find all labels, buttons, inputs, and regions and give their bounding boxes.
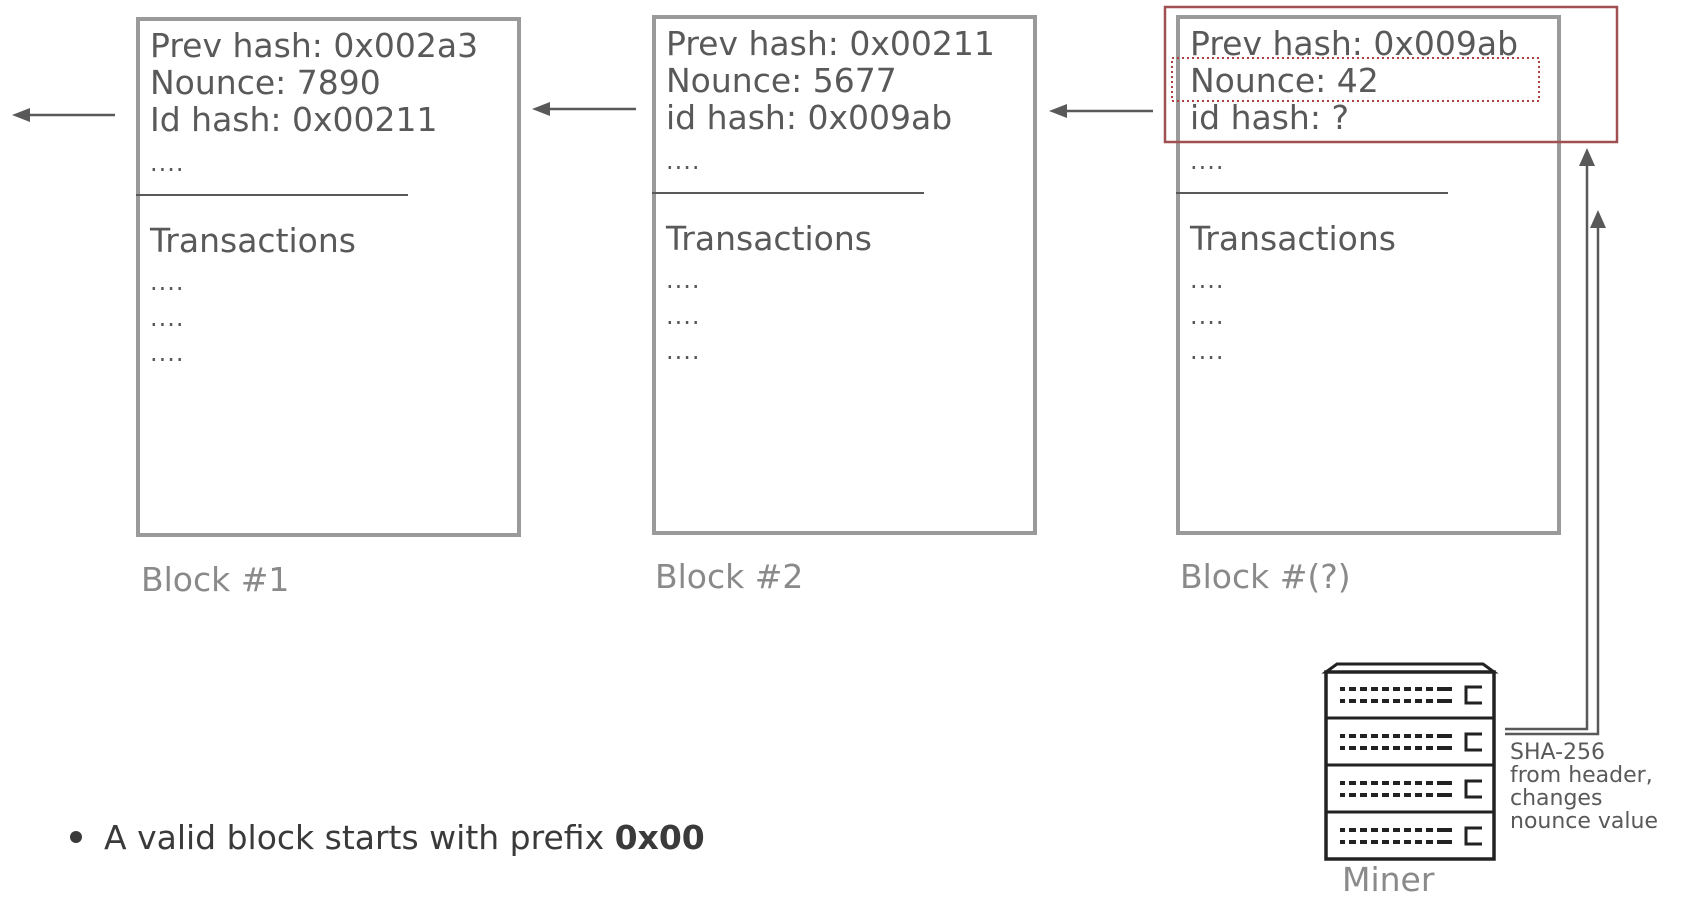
block-2-separator — [652, 192, 924, 194]
block-1-transactions-title: Transactions — [150, 221, 356, 260]
block-3-separator — [1176, 192, 1448, 194]
block-1-separator — [136, 194, 408, 196]
miner-note-line: nounce value — [1510, 809, 1659, 834]
block-2-id-hash: id hash: 0x009ab — [666, 98, 953, 137]
block-2-prev-hash: Prev hash: 0x00211 — [666, 24, 995, 63]
server-rack-icon — [1321, 662, 1499, 861]
block-3-tx-line: .... — [1190, 337, 1225, 365]
block-1-tx-line: .... — [150, 339, 185, 367]
miner-note-line: SHA-256 — [1510, 740, 1606, 765]
block-3-tx-line: .... — [1190, 266, 1225, 294]
block-1-nounce: Nounce: 7890 — [150, 63, 381, 102]
block-3-tx-line: .... — [1190, 302, 1225, 330]
miner-connector-inner — [1505, 210, 1606, 736]
block-1-label: Block #1 — [141, 560, 290, 599]
block-2-tx-line: .... — [666, 337, 701, 365]
block-3-nounce: Nounce: 42 — [1190, 61, 1379, 100]
header-highlight-box — [1163, 5, 1619, 144]
chain-arrow-2-to-1 — [532, 102, 636, 116]
block-3-prev-hash: Prev hash: 0x009ab — [1190, 24, 1519, 63]
block-3-header-dots: .... — [1190, 147, 1225, 175]
chain-arrow-3-to-2 — [1049, 104, 1153, 118]
nounce-highlight-box — [1171, 57, 1540, 102]
block-3-id-hash: id hash: ? — [1190, 98, 1349, 137]
bullet-item: A valid block starts with prefix 0x00 — [70, 818, 705, 857]
block-2-tx-line: .... — [666, 266, 701, 294]
bullet-text: A valid block starts with prefix — [104, 818, 615, 857]
block-2-transactions-title: Transactions — [666, 219, 872, 258]
block-2-nounce: Nounce: 5677 — [666, 61, 897, 100]
bullet-bold-prefix: 0x00 — [614, 818, 705, 857]
block-1-id-hash: Id hash: 0x00211 — [150, 100, 438, 139]
block-1-prev-hash: Prev hash: 0x002a3 — [150, 26, 479, 65]
block-3-transactions-title: Transactions — [1190, 219, 1396, 258]
block-1-header-dots: .... — [150, 149, 185, 177]
miner-note-line: changes — [1510, 786, 1603, 811]
chain-arrow-left — [12, 108, 115, 122]
block-2-label: Block #2 — [655, 557, 804, 596]
block-1-tx-line: .... — [150, 304, 185, 332]
block-2-header-dots: .... — [666, 147, 701, 175]
miner-label: Miner — [1342, 860, 1435, 899]
block-3-label: Block #(?) — [1180, 557, 1351, 596]
block-1-tx-line: .... — [150, 268, 185, 296]
bullet-dot — [70, 830, 82, 843]
miner-connector-outer — [1505, 148, 1595, 731]
block-2-tx-line: .... — [666, 302, 701, 330]
miner-note-line: from header, — [1510, 763, 1653, 788]
